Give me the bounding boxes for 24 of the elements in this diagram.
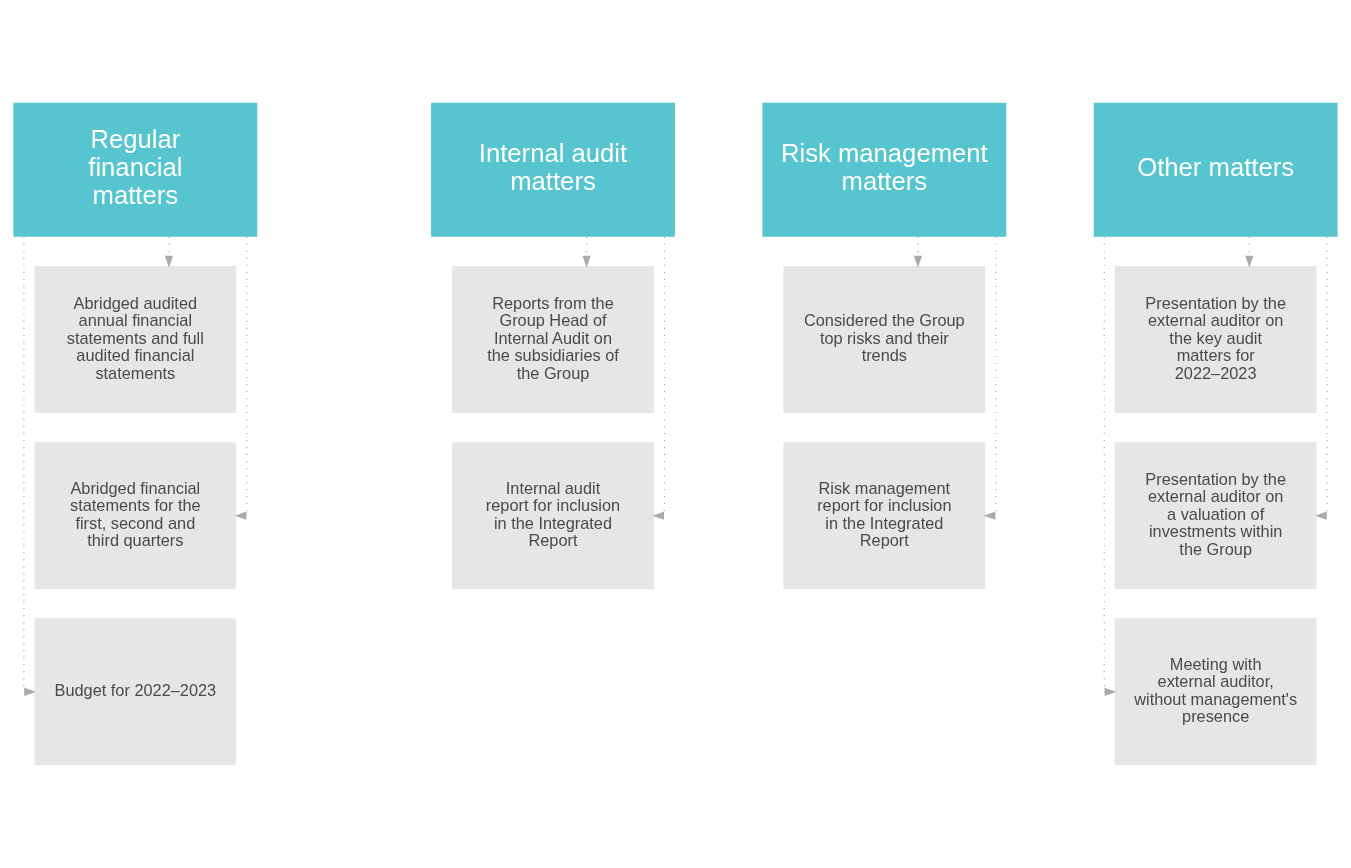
- node-box: Presentation by the external auditor on the key audit matters for 2022–2023: [1114, 266, 1317, 413]
- node-box: Meeting with external auditor, without management's presence: [1114, 618, 1317, 766]
- node-box: Abridged financial statements for the first, second and third quarters: [34, 442, 237, 590]
- node-box: Abridged audited annual financial statements and full audited financial statements: [34, 266, 237, 413]
- arrow: [652, 236, 665, 520]
- node-box: Considered the Group top risks and their trends: [783, 266, 986, 413]
- arrow: [23, 236, 36, 696]
- node-box: Budget for 2022–2023: [34, 618, 237, 766]
- node-box: Presentation by the external auditor on a valuation of investments within the Group: [1114, 442, 1317, 590]
- node-box: Risk management matters: [762, 102, 1007, 237]
- node-box: Risk management report for inclusion in the Integrated Report: [783, 442, 986, 590]
- arrow: [1103, 236, 1117, 696]
- arrow: [234, 236, 248, 520]
- arrow: [1315, 236, 1328, 520]
- node-box: Internal audit matters: [431, 102, 675, 237]
- arrow: [164, 236, 174, 268]
- node-box: Internal audit report for inclusion in the Integrated Report: [452, 442, 654, 590]
- arrow: [582, 236, 591, 268]
- arrow: [913, 236, 923, 268]
- arrow: [983, 236, 997, 520]
- node-box: Reports from the Group Head of Internal Audit on the subsidiaries of the Group: [452, 266, 654, 413]
- arrow: [1245, 236, 1254, 268]
- node-box: Regular financial matters: [13, 102, 258, 237]
- node-box: Other matters: [1093, 102, 1338, 237]
